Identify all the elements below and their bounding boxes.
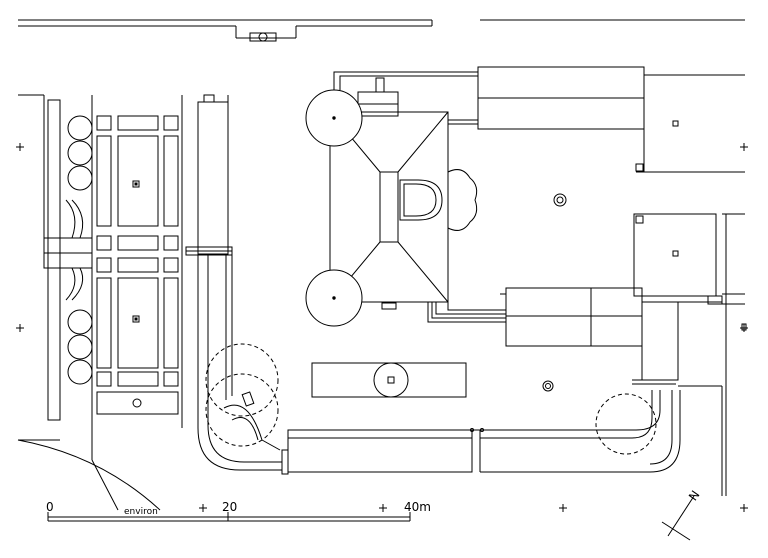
- allee-strip: [185, 94, 233, 256]
- curved-path: [197, 255, 282, 471]
- southern-canals: [281, 390, 681, 475]
- scale-label-20: 20: [222, 500, 237, 514]
- northeast-wing: [477, 66, 745, 173]
- north-arrow: [661, 495, 695, 541]
- scale-label-0: 0: [46, 500, 54, 514]
- scale-caption: environ: [124, 507, 158, 517]
- service-lines: [333, 71, 506, 323]
- main-building: [305, 89, 478, 327]
- top-road: [18, 19, 745, 42]
- survey-marks: [16, 143, 748, 512]
- scale-bar: [47, 512, 411, 522]
- scale-label-40m: 40m: [404, 500, 431, 514]
- fountains: [542, 193, 567, 392]
- formal-garden: [43, 95, 183, 428]
- north-label: N: [686, 488, 703, 503]
- southeast-wing: [505, 213, 745, 496]
- left-boundary: [17, 94, 161, 511]
- south-terrace: [311, 362, 467, 398]
